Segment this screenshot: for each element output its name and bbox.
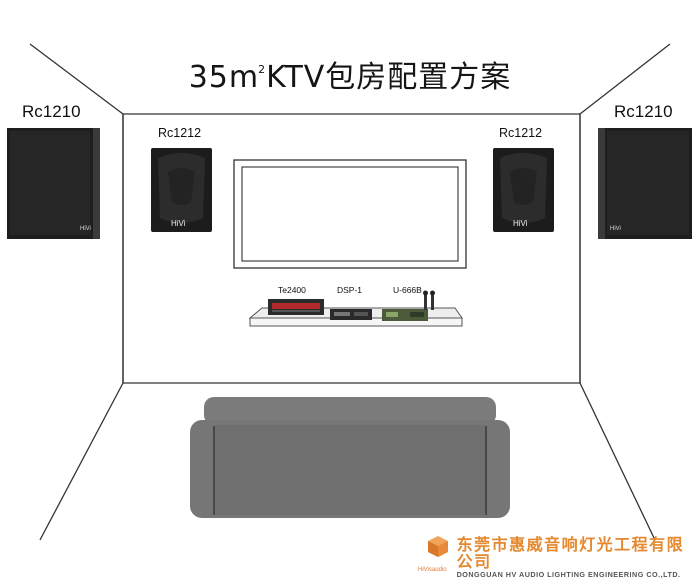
title-suffix: KTV包房配置方案 (266, 60, 512, 95)
speaker-left-outer (7, 128, 100, 239)
company-logo-text: HiVisaudio (418, 566, 447, 573)
speaker-label-left-outer: Rc1210 (22, 102, 81, 121)
brand-mark-left-inner: HiVi (171, 219, 186, 228)
title-main: 35m (188, 60, 260, 95)
mic-receiver-u666b (382, 290, 435, 321)
equipment-label-processor: DSP-1 (337, 285, 363, 295)
speaker-left-inner (151, 148, 212, 232)
speaker-label-right-inner: Rc1212 (499, 126, 543, 140)
company-name-en: DONGGUAN HV AUDIO LIGHTING ENGINEERING C… (456, 570, 681, 579)
title-superscript: 2 (258, 63, 267, 76)
equipment-label-amplifier: Te2400 (278, 285, 306, 295)
sofa (190, 397, 510, 518)
company-name-cn: 东莞市惠威音响灯光工程有限公司 (456, 535, 685, 571)
tv-screen (233, 159, 467, 269)
speaker-label-right-outer: Rc1210 (614, 102, 673, 121)
floor-line-left (39, 382, 124, 541)
brand-mark-left-outer: HiVi (80, 226, 91, 232)
company-footer: HiVisaudio 东莞市惠威音响灯光工程有限公司 DONGGUAN HV A… (418, 536, 700, 580)
page-title: 35m2KTV包房配置方案 (0, 52, 700, 96)
company-logo: HiVisaudio (418, 544, 447, 573)
ceiling-line-left (29, 43, 124, 115)
amplifier-te2400 (268, 299, 324, 315)
speaker-label-left-inner: Rc1212 (158, 126, 202, 140)
processor-dsp1 (330, 309, 372, 320)
speaker-right-outer (598, 128, 692, 239)
ceiling-line-right (579, 43, 671, 115)
floor-line-right (579, 382, 656, 541)
room-outline (29, 43, 671, 541)
brand-mark-right-outer: HiVi (610, 226, 621, 232)
company-logo-icon (428, 536, 448, 557)
brand-mark-right-inner: HiVi (513, 219, 528, 228)
speaker-right-inner (493, 148, 554, 232)
equipment-label-microphone: U-666B (393, 285, 422, 295)
